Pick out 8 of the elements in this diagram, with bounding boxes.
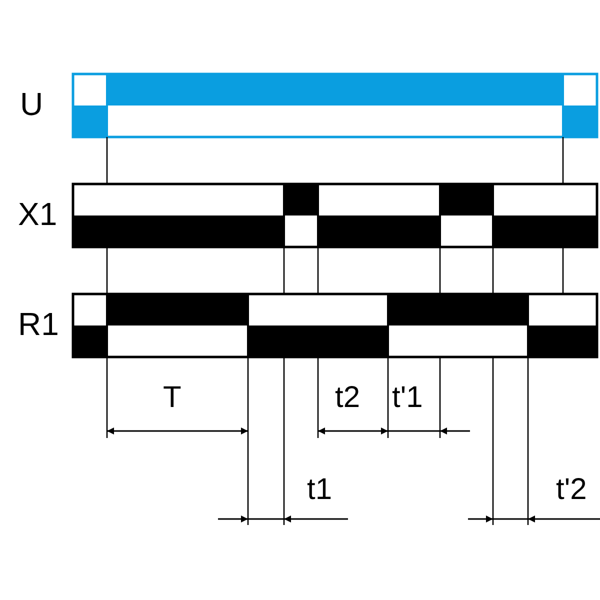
time-label: t2 — [335, 383, 360, 413]
time-label: t'1 — [392, 383, 423, 413]
time-label: t1 — [307, 475, 332, 505]
signal-label: X1 — [18, 198, 58, 230]
signal-label: U — [20, 88, 44, 120]
time-label: T — [163, 383, 182, 413]
time-label: t'2 — [556, 475, 587, 505]
signal-label: R1 — [18, 308, 59, 340]
